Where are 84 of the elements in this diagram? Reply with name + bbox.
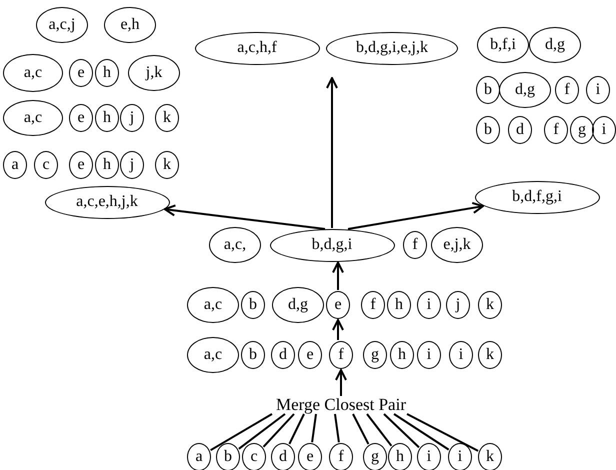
point-circle: c bbox=[34, 151, 58, 179]
connector-line bbox=[406, 413, 479, 452]
point-circle: i bbox=[449, 341, 473, 369]
point-circle: g bbox=[363, 443, 387, 470]
cluster-ellipse: d,g bbox=[529, 27, 581, 63]
connector-line bbox=[393, 413, 450, 450]
cluster-ellipse: a,c,h,f bbox=[194, 32, 320, 64]
cluster-ellipse: b,f,i bbox=[477, 27, 529, 63]
point-circle: e bbox=[69, 59, 93, 87]
point-circle: e bbox=[69, 104, 93, 132]
connector-line bbox=[210, 413, 272, 452]
point-circle: i bbox=[586, 76, 610, 104]
point-circle: f bbox=[361, 291, 385, 319]
connector-line bbox=[262, 413, 295, 448]
point-circle: h bbox=[388, 443, 412, 470]
point-circle: g bbox=[363, 341, 387, 369]
point-circle: f bbox=[329, 443, 353, 470]
arrow bbox=[332, 319, 344, 340]
cluster-ellipse: b,d,g,i bbox=[270, 228, 394, 262]
connector-line bbox=[311, 414, 317, 442]
point-circle: e bbox=[298, 443, 322, 470]
cluster-ellipse: a,c bbox=[3, 100, 63, 136]
point-circle: i bbox=[592, 116, 616, 144]
point-circle: b bbox=[476, 116, 500, 144]
point-circle: i bbox=[417, 291, 441, 319]
point-circle: k bbox=[155, 151, 179, 179]
point-circle: h bbox=[387, 291, 411, 319]
connector-line bbox=[288, 414, 305, 444]
arrow bbox=[326, 77, 338, 228]
cluster-ellipse: j,k bbox=[128, 55, 180, 91]
cluster-ellipse: b,d,g,i,e,j,k bbox=[326, 32, 458, 64]
connector-line bbox=[334, 414, 340, 442]
point-circle: i bbox=[448, 443, 472, 470]
arrow bbox=[335, 369, 347, 396]
cluster-ellipse: d,g bbox=[499, 72, 551, 108]
point-circle: d bbox=[508, 116, 532, 144]
cluster-ellipse: a,c bbox=[187, 287, 239, 323]
cluster-ellipse: e,j,k bbox=[431, 227, 483, 263]
point-circle: k bbox=[478, 341, 502, 369]
point-circle: b bbox=[241, 291, 265, 319]
point-circle: i bbox=[417, 443, 441, 470]
point-circle: k bbox=[155, 104, 179, 132]
point-circle: g bbox=[570, 116, 594, 144]
cluster-ellipse: a,c bbox=[3, 54, 63, 92]
point-circle: f bbox=[329, 341, 353, 369]
point-circle: f bbox=[544, 116, 568, 144]
connector-line bbox=[238, 413, 286, 450]
cluster-ellipse: a,c,j bbox=[36, 7, 88, 43]
point-circle: a bbox=[3, 151, 27, 179]
point-circle: k bbox=[478, 443, 502, 470]
point-circle: j bbox=[120, 151, 144, 179]
arrow bbox=[164, 204, 326, 230]
arrow bbox=[332, 262, 344, 290]
connector-line bbox=[366, 413, 392, 446]
cluster-ellipse: d,g bbox=[272, 287, 324, 323]
point-circle: e bbox=[326, 291, 350, 319]
point-circle: b bbox=[476, 76, 500, 104]
step-label: Merge Closest Pair bbox=[266, 396, 416, 413]
point-circle: j bbox=[120, 104, 144, 132]
point-circle: k bbox=[478, 291, 502, 319]
arrow bbox=[348, 202, 484, 230]
cluster-ellipse: a,c bbox=[187, 337, 239, 373]
cluster-ellipse: a,c, bbox=[209, 227, 261, 263]
point-circle: d bbox=[271, 341, 295, 369]
point-circle: h bbox=[95, 151, 119, 179]
point-circle: f bbox=[555, 76, 579, 104]
cluster-ellipse: b,d,f,g,i bbox=[474, 180, 600, 214]
cluster-ellipse: e,h bbox=[104, 7, 156, 43]
point-circle: e bbox=[69, 151, 93, 179]
point-circle: c bbox=[242, 443, 266, 470]
point-circle: h bbox=[390, 341, 414, 369]
point-circle: i bbox=[417, 341, 441, 369]
point-circle: f bbox=[403, 231, 427, 259]
connector-line bbox=[383, 413, 420, 448]
cluster-ellipse: a,c,e,h,j,k bbox=[44, 186, 170, 218]
point-circle: d bbox=[271, 443, 295, 470]
point-circle: e bbox=[298, 341, 322, 369]
point-circle: a bbox=[187, 443, 211, 470]
point-circle: j bbox=[446, 291, 470, 319]
point-circle: h bbox=[95, 104, 119, 132]
point-circle: b bbox=[241, 341, 265, 369]
point-circle: h bbox=[95, 59, 119, 87]
point-circle: b bbox=[216, 443, 240, 470]
connector-line bbox=[352, 414, 370, 445]
